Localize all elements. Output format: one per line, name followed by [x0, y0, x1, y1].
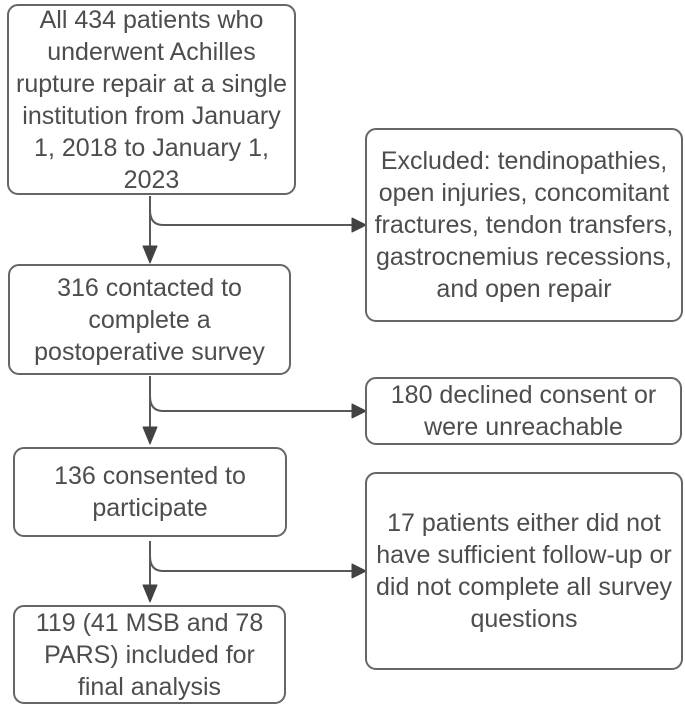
arrowhead-down-contacted	[142, 245, 158, 264]
arrowhead-down-final	[142, 584, 158, 603]
node-excluded: Excluded: tendinopathies, open injuries,…	[365, 128, 683, 322]
node-contacted-survey: 316 contacted to complete a postoperativ…	[8, 264, 291, 375]
connector-branch-declined	[149, 395, 352, 412]
node-final-analysis: 119 (41 MSB and 78 PARS) included for fi…	[13, 605, 286, 704]
arrowhead-right-declined	[351, 403, 367, 419]
node-insufficient-followup: 17 patients either did not have sufficie…	[365, 472, 683, 670]
node-enrolled-patients: All 434 patients who underwent Achilles …	[7, 4, 296, 195]
node-consented: 136 consented to participate	[13, 447, 287, 537]
connector-branch-insufficient	[149, 555, 352, 572]
node-declined-consent: 180 declined consent or were unreachable	[365, 377, 682, 445]
arrowhead-right-insufficient	[351, 563, 367, 579]
arrowhead-down-consented	[142, 426, 158, 445]
connector-branch-excluded	[149, 209, 352, 226]
arrowhead-right-excluded	[351, 217, 367, 233]
